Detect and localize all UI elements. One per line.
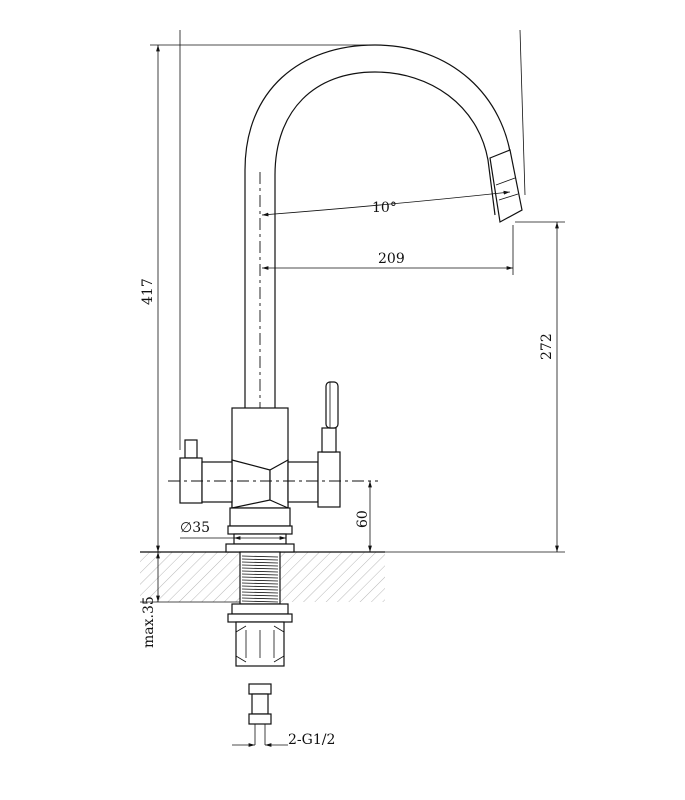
countertop-thickness-dimension: max.35 xyxy=(140,552,240,648)
thread-line xyxy=(241,573,279,576)
thread-line xyxy=(241,582,279,585)
reach-label: 209 xyxy=(378,251,405,267)
thread-line xyxy=(241,585,279,588)
diameter-label: ∅35 xyxy=(180,520,210,536)
countertop-thickness-label: max.35 xyxy=(141,596,157,648)
thread-line xyxy=(241,579,279,582)
right-handle xyxy=(287,381,341,508)
connection-label: 2-G1/2 xyxy=(288,732,335,748)
thread-line xyxy=(241,597,279,600)
thread-line xyxy=(241,570,279,573)
thread-line xyxy=(241,561,279,564)
thread-line xyxy=(241,600,279,603)
thread-line xyxy=(241,564,279,567)
total-height-label: 417 xyxy=(140,278,156,305)
spout-height-label: 272 xyxy=(539,333,555,360)
thread-line xyxy=(241,588,279,591)
thread-line xyxy=(241,591,279,594)
mounting-nut xyxy=(235,621,285,667)
connection-dimension: 2-G1/2 xyxy=(232,732,335,748)
spout-height-dimension: 272 xyxy=(385,221,565,553)
diameter-dimension: ∅35 xyxy=(180,520,286,540)
thread-line xyxy=(241,555,279,558)
angle-dimension: 10° xyxy=(261,190,511,217)
thread-line xyxy=(241,558,279,561)
thread-line xyxy=(241,594,279,597)
thread-line xyxy=(241,567,279,570)
reach-dimension: 209 xyxy=(262,225,514,275)
angle-label: 10° xyxy=(372,200,397,216)
spout xyxy=(244,29,526,408)
left-handle xyxy=(179,439,233,504)
total-height-dimension: 417 xyxy=(140,30,380,552)
thread-line xyxy=(241,576,279,579)
handle-height-dimension: 60 xyxy=(355,481,372,552)
faucet-body xyxy=(225,407,295,553)
hose-connector xyxy=(248,683,272,745)
handle-height-label: 60 xyxy=(355,510,371,528)
